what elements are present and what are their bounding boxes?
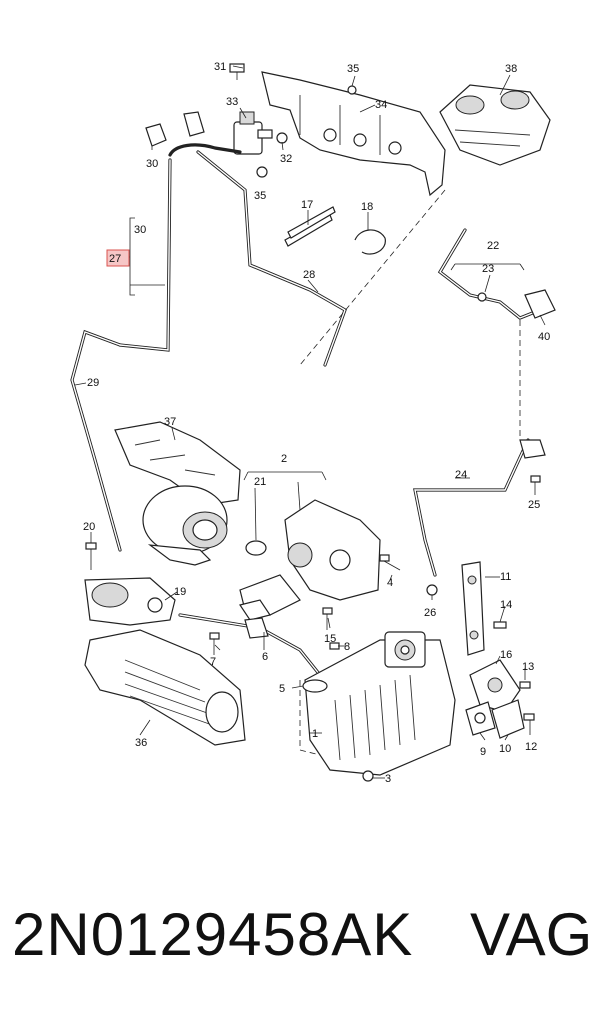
vacuum-connector [183,111,205,137]
bolt-35 [347,85,357,95]
intake-cover-37 [439,84,551,166]
callout-10: 10 [499,743,511,755]
callout-12: 12 [525,741,537,753]
callout-25: 25 [528,499,540,511]
callout-8: 8 [344,641,350,653]
callout-31: 31 [214,61,226,73]
vacuum-line-22 [437,228,556,320]
callout-27: 27 [109,253,121,265]
assembly-line [299,189,446,366]
bracket-34 [261,71,446,197]
gasket-21 [245,540,267,556]
callout-23: 23 [482,263,494,275]
callout-38: 37 [164,416,176,428]
pipe-10 [491,699,525,739]
bolt-31 [229,63,245,80]
leader-lines [74,65,546,779]
egr-pipe-6 [178,613,322,677]
nut-26 [426,584,438,596]
nut-3 [362,770,374,782]
callout-13: 13 [522,661,534,673]
callout-28: 28 [303,269,315,281]
bolt-13 [519,681,531,689]
bracket-11 [461,561,485,656]
callout-11: 11 [500,571,511,583]
callout-30-top: 30 [146,158,158,170]
group-bracket-22 [450,263,525,271]
callout-7: 7 [210,656,216,668]
callout-36: 36 [135,737,147,749]
intake-manifold-36 [84,629,246,746]
gasket-9 [465,701,496,736]
callout-32: 33 [226,96,238,108]
vacuum-connector-30 [145,123,167,147]
callout-4: 4 [387,577,393,589]
bolt-20 [85,542,97,570]
callout-24: 24 [455,469,467,481]
bolt-15 [322,607,333,630]
group-bracket-2 [243,471,327,481]
clip-33 [276,132,288,144]
callout-3: 3 [385,773,391,785]
callout-21: 21 [254,476,266,488]
callout-labels: 31 35 38 33 34 30 32 35 17 18 30 22 23 2… [83,61,550,785]
vacuum-hose-system [70,143,347,552]
egr-valve-housing-2 [239,499,381,621]
callout-19: 19 [174,586,186,598]
callout-18: 18 [361,201,373,213]
throttle-body-19 [84,577,176,626]
brand-name: VAG [470,901,593,968]
bolt-4 [379,554,401,571]
callout-26: 26 [424,607,436,619]
egr-cooler-1 [304,631,456,776]
callout-1: 1 [312,728,318,740]
callout-35-bottom: 35 [254,190,266,202]
callout-9: 9 [480,746,486,758]
callout-17: 17 [301,199,313,211]
callout-40: 40 [538,331,550,343]
callout-2: 2 [281,453,287,465]
assembly-line [299,680,341,761]
callout-33: 32 [280,153,292,165]
bolt-7 [209,632,220,655]
callout-14: 14 [500,599,512,611]
flange-16 [469,659,521,713]
bolt-12 [523,713,535,721]
callout-34: 34 [375,99,387,111]
callout-5: 5 [279,683,285,695]
callout-15: 15 [324,633,336,645]
callout-30-bracket: 30 [134,224,146,236]
callout-20: 20 [83,521,95,533]
turbocharger-38 [114,421,241,566]
callout-22: 22 [487,240,499,252]
bolt-25 [530,475,541,483]
pipe-24 [413,438,546,577]
hose-clamp-18 [354,229,386,255]
highlighted-callout-27[interactable]: 27 [106,249,130,267]
part-number: 2N0129458AK [12,901,414,968]
callout-6: 6 [262,651,268,663]
bolt-14 [493,621,507,629]
cable-ties-17 [284,206,336,247]
gasket-5 [302,679,328,693]
solenoid-valve-32 [233,111,273,155]
callout-16: 16 [500,649,512,661]
callout-35-top: 35 [347,63,359,75]
nut-35 [256,166,268,178]
callout-37: 38 [505,63,517,75]
callout-29: 29 [87,377,99,389]
